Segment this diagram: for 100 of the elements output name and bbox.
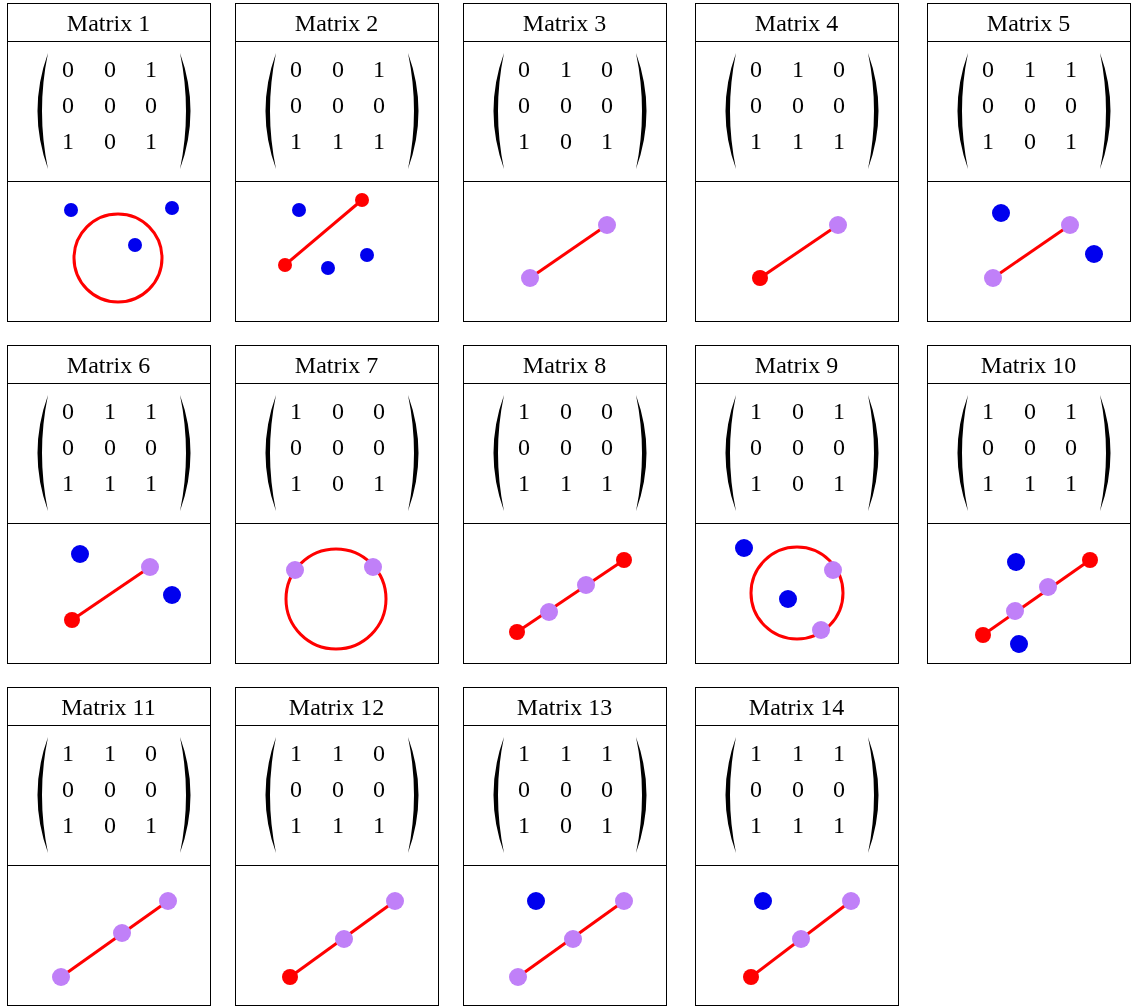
matrix-entry: 0	[373, 740, 385, 766]
matrix-entry: 1	[601, 128, 613, 154]
matrix-entry: 1	[833, 812, 845, 838]
matrix-entry: 0	[332, 434, 344, 460]
matrix-entry: 1	[833, 128, 845, 154]
matrix-entry: 1	[833, 398, 845, 424]
matrix-entry: 1	[373, 56, 385, 82]
matrix-entry: 0	[518, 434, 530, 460]
matrix-entry: 0	[332, 92, 344, 118]
matrix-title: Matrix 2	[294, 10, 379, 36]
matrix-entry: 1	[982, 128, 994, 154]
matrix-entry: 0	[560, 812, 572, 838]
matrix-entry: 1	[1065, 470, 1077, 496]
matrix-entry: 1	[601, 812, 613, 838]
matrix-entry: 1	[290, 398, 302, 424]
matrix-entry: 0	[601, 92, 613, 118]
matrix-entry: 1	[62, 740, 74, 766]
matrix-entry: 0	[373, 776, 385, 802]
matrix-entry: 0	[290, 56, 302, 82]
matrix-entry: 1	[982, 398, 994, 424]
matrix-entry: 1	[1024, 470, 1036, 496]
matrix-entry: 1	[518, 470, 530, 496]
matrix-entry: 1	[373, 812, 385, 838]
matrix-entry: 1	[792, 128, 804, 154]
matrix-entry: 0	[145, 434, 157, 460]
matrix-entry: 1	[62, 470, 74, 496]
matrix-entry: 0	[104, 56, 116, 82]
matrix-entry: 1	[518, 812, 530, 838]
matrix-entry: 1	[1065, 56, 1077, 82]
matrix-entry: 1	[1065, 398, 1077, 424]
matrix-entry: 1	[145, 56, 157, 82]
matrix-entry: 1	[518, 128, 530, 154]
matrix-entry: 0	[290, 434, 302, 460]
matrix-entry: 0	[104, 92, 116, 118]
matrix-entry: 0	[290, 776, 302, 802]
matrix-entry: 0	[1024, 92, 1036, 118]
matrix-entry: 1	[833, 470, 845, 496]
matrix-entry: 0	[1065, 92, 1077, 118]
matrix-entry: 0	[62, 56, 74, 82]
matrix-entry: 0	[373, 92, 385, 118]
matrix-entry: 0	[601, 434, 613, 460]
matrix-entry: 0	[62, 776, 74, 802]
matrix-entry: 1	[145, 470, 157, 496]
matrix-entry: 1	[601, 740, 613, 766]
matrix-entry: 0	[373, 434, 385, 460]
matrix-entry: 1	[518, 740, 530, 766]
matrix-entry: 0	[560, 776, 572, 802]
matrix-entry: 1	[518, 398, 530, 424]
matrix-entry: 1	[332, 128, 344, 154]
matrix-entry: 0	[332, 398, 344, 424]
matrix-entry: 0	[792, 92, 804, 118]
matrix-entry: 0	[1024, 398, 1036, 424]
matrix-entry: 0	[982, 56, 994, 82]
matrix-entry: 0	[982, 434, 994, 460]
matrix-entry: 0	[560, 128, 572, 154]
matrix-entry: 0	[518, 776, 530, 802]
matrix-entry: 0	[833, 434, 845, 460]
matrix-entry: 1	[373, 128, 385, 154]
matrix-entry: 0	[332, 776, 344, 802]
matrix-entry: 0	[560, 92, 572, 118]
matrix-entry: 0	[290, 92, 302, 118]
matrix-entry: 0	[792, 434, 804, 460]
matrix-entry: 0	[104, 812, 116, 838]
matrix-entry: 0	[833, 776, 845, 802]
matrix-entry: 1	[290, 740, 302, 766]
matrix-entry: 1	[750, 812, 762, 838]
matrix-entry: 1	[145, 398, 157, 424]
matrix-entry: 1	[750, 470, 762, 496]
matrix-entry: 0	[373, 398, 385, 424]
matrix-entry: 0	[332, 56, 344, 82]
matrix-entry: 0	[601, 398, 613, 424]
matrix-title: Matrix 5	[986, 10, 1071, 36]
matrix-entry: 1	[1024, 56, 1036, 82]
matrix-title: Matrix 1	[66, 10, 151, 36]
matrix-entry: 0	[62, 92, 74, 118]
matrix-entry: 0	[792, 470, 804, 496]
matrix-entry: 0	[982, 92, 994, 118]
matrix-title: Matrix 6	[66, 352, 151, 378]
matrix-entry: 0	[104, 128, 116, 154]
matrix-entry: 1	[290, 470, 302, 496]
matrix-entry: 0	[560, 434, 572, 460]
matrix-title: Matrix 7	[294, 352, 379, 378]
matrix-entry: 1	[290, 812, 302, 838]
matrix-entry: 1	[62, 128, 74, 154]
matrix-entry: 0	[62, 434, 74, 460]
matrix-title: Matrix 14	[748, 694, 845, 720]
matrix-entry: 0	[750, 92, 762, 118]
matrix-entry: 0	[62, 398, 74, 424]
matrix-entry: 1	[750, 740, 762, 766]
matrix-entry: 1	[792, 56, 804, 82]
matrix-entry: 1	[332, 812, 344, 838]
matrix-title: Matrix 4	[754, 10, 839, 36]
matrix-entry: 1	[332, 740, 344, 766]
matrix-entry: 1	[145, 128, 157, 154]
matrix-entry: 0	[1024, 128, 1036, 154]
matrix-entry: 0	[833, 56, 845, 82]
matrix-entry: 1	[1065, 128, 1077, 154]
matrix-entry: 1	[145, 812, 157, 838]
matrix-title: Matrix 8	[522, 352, 607, 378]
matrix-title: Matrix 3	[522, 10, 607, 36]
